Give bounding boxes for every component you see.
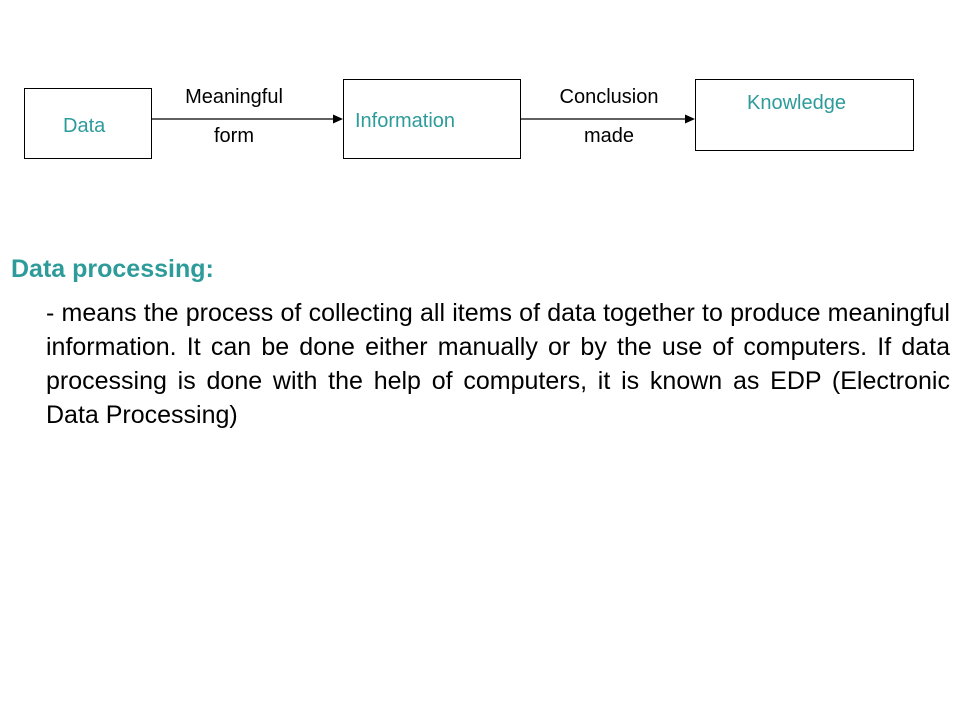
arrow-data-to-information xyxy=(152,114,343,124)
information-node: Information xyxy=(343,79,521,159)
edge-label-meaningful: Meaningful xyxy=(185,86,283,108)
knowledge-node: Knowledge xyxy=(695,79,914,151)
section-title: Data processing: xyxy=(11,255,214,283)
edge-label-form: form xyxy=(214,125,254,147)
knowledge-node-label: Knowledge xyxy=(747,92,846,114)
information-node-label: Information xyxy=(355,110,456,132)
section-body: - means the process of collecting all it… xyxy=(46,299,950,429)
data-node-label: Data xyxy=(63,115,106,137)
arrow-information-to-knowledge xyxy=(521,114,695,124)
data-node: Data xyxy=(24,88,152,159)
edge-label-made: made xyxy=(583,125,635,147)
edge-label-conclusion: Conclusion xyxy=(559,86,659,108)
